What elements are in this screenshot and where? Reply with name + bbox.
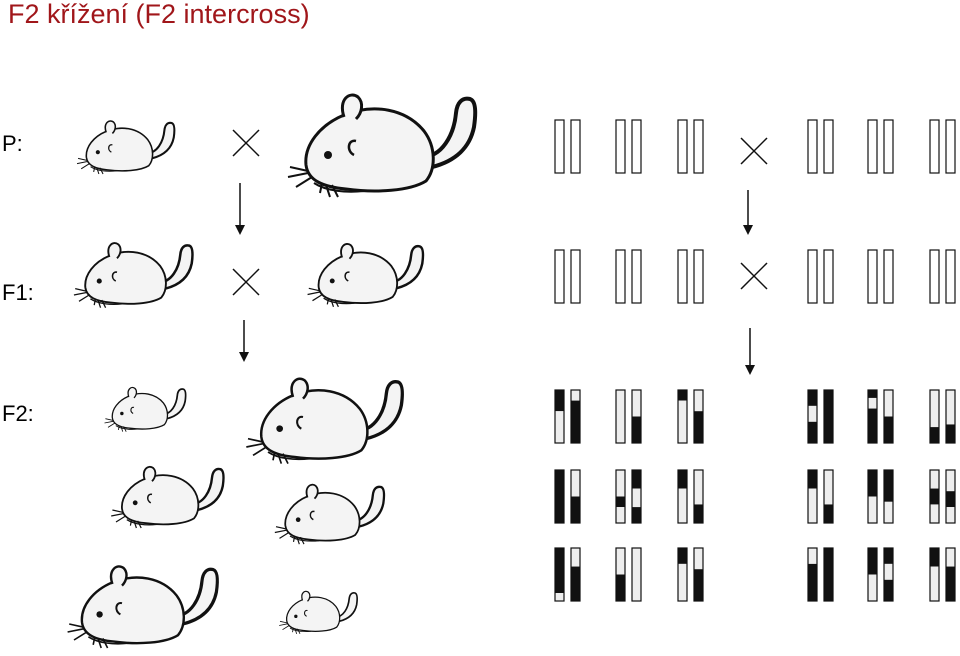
chromosome (929, 389, 940, 444)
chromosome (945, 389, 956, 444)
chromosome (945, 119, 956, 174)
chromosome (693, 119, 704, 174)
chromosome (631, 119, 642, 174)
chromosome (570, 249, 581, 304)
chromosome (807, 119, 818, 174)
chromosome (615, 469, 626, 524)
chromosome (677, 469, 688, 524)
mouse-icon (244, 376, 405, 466)
mouse-icon (278, 590, 359, 635)
chromosome (554, 249, 565, 304)
chromosome (883, 389, 894, 444)
chromosome (883, 469, 894, 524)
chromosome (615, 119, 626, 174)
arrow-down-icon (743, 190, 753, 235)
chromosome (554, 119, 565, 174)
chromosome (631, 389, 642, 444)
chromosome (570, 469, 581, 524)
mouse-icon (65, 564, 220, 650)
crosses-group (232, 129, 768, 296)
chromosome (693, 469, 704, 524)
chromosome (867, 469, 878, 524)
chromosome (554, 547, 565, 602)
chromosome (883, 119, 894, 174)
chromosome (693, 389, 704, 444)
arrow-down-icon (239, 320, 249, 362)
chromosome (823, 119, 834, 174)
chromosome (693, 547, 704, 602)
chromosome (823, 547, 834, 602)
chromosome (929, 249, 940, 304)
chromosome (807, 469, 818, 524)
chromosome (570, 119, 581, 174)
chromosome (615, 389, 626, 444)
chromosome (823, 249, 834, 304)
mouse-icon (288, 95, 475, 197)
chromosome (807, 249, 818, 304)
chromosome (615, 547, 626, 602)
cross-icon (740, 262, 768, 290)
mice-group (65, 95, 476, 650)
chromosome (807, 547, 818, 602)
chromosome (554, 469, 565, 524)
mouse-icon (72, 241, 195, 310)
chromosome (867, 119, 878, 174)
chromosome (823, 389, 834, 444)
chromosome (631, 547, 642, 602)
chromosome (929, 469, 940, 524)
chromosome (883, 249, 894, 304)
cross-icon (740, 137, 768, 165)
label-p: P: (2, 131, 23, 156)
chromosome (677, 547, 688, 602)
chromosome (677, 119, 688, 174)
mouse-icon (273, 483, 386, 546)
chromosome (929, 547, 940, 602)
mouse-icon (76, 119, 176, 176)
chromosome (883, 547, 894, 602)
chromosome (945, 469, 956, 524)
chromosome (823, 469, 834, 524)
page-title: F2 křížení (F2 intercross) (8, 0, 310, 29)
chromosome (867, 249, 878, 304)
chromosome (693, 249, 704, 304)
chromosome (631, 249, 642, 304)
label-f2: F2: (2, 401, 34, 426)
cross-icon (232, 268, 260, 296)
chromosome (677, 249, 688, 304)
chromosome (945, 249, 956, 304)
chromosome (615, 249, 626, 304)
chromosome (867, 389, 878, 444)
chromosome (570, 389, 581, 444)
chromosome (631, 469, 642, 524)
arrows-group (235, 183, 755, 375)
chromosome (554, 389, 565, 444)
chromosome (570, 547, 581, 602)
chromosome (867, 547, 878, 602)
mouse-icon (306, 242, 425, 309)
label-f1: F1: (2, 280, 34, 305)
chromosome (807, 389, 818, 444)
arrow-down-icon (235, 183, 245, 235)
chromosome (677, 389, 688, 444)
mouse-icon (103, 386, 187, 433)
arrow-down-icon (745, 328, 755, 375)
cross-icon (232, 129, 260, 157)
mouse-icon (109, 465, 225, 530)
chromosome (945, 547, 956, 602)
chromosome-group (554, 119, 956, 602)
chromosome (929, 119, 940, 174)
